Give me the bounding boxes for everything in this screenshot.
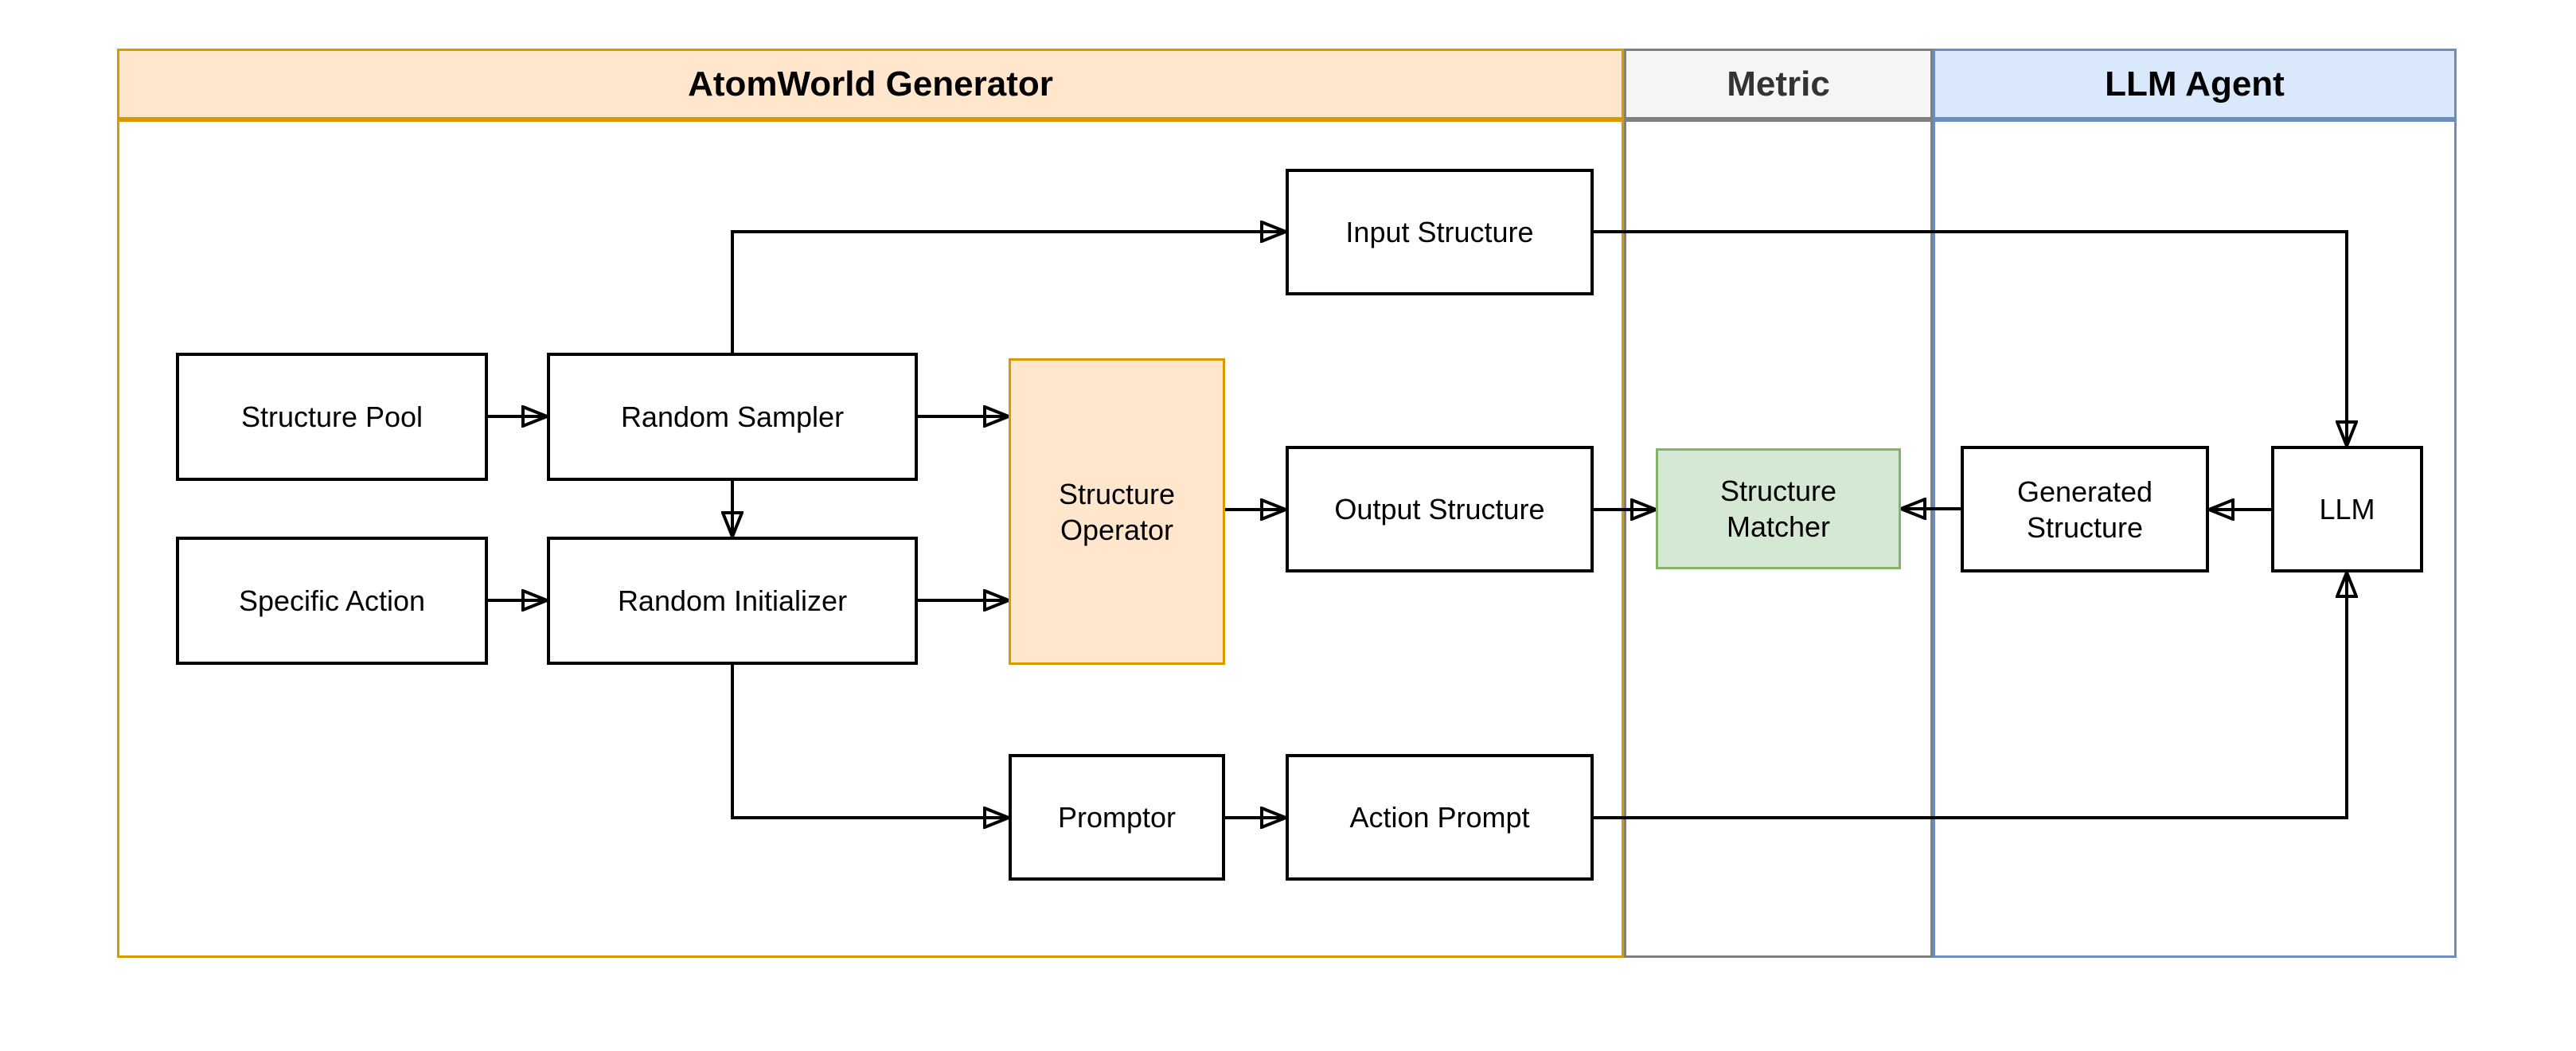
section-title-generator: AtomWorld Generator <box>688 64 1053 104</box>
node-structure-operator: Structure Operator <box>1009 358 1225 665</box>
node-promptor-label: Promptor <box>1057 801 1177 834</box>
node-input-structure-label: Input Structure <box>1345 216 1534 248</box>
node-input-structure: Input Structure <box>1286 169 1594 295</box>
node-specific-action-label: Specific Action <box>238 584 426 617</box>
node-generated-structure: Generated Structure <box>1961 446 2209 572</box>
section-header-generator: AtomWorld Generator <box>117 49 1624 119</box>
node-output-structure: Output Structure <box>1286 446 1594 572</box>
node-action-prompt-label: Action Prompt <box>1349 801 1530 834</box>
node-structure-pool: Structure Pool <box>176 353 488 481</box>
edge-action-prompt-to-llm <box>1594 572 2347 819</box>
edge-input-structure-to-llm <box>1594 230 2347 446</box>
node-llm-label: LLM <box>2319 493 2375 526</box>
node-random-sampler: Random Sampler <box>547 353 918 481</box>
edge-random-sampler-to-input-structure <box>731 232 1286 353</box>
node-structure-pool-label: Structure Pool <box>240 400 423 433</box>
edge-random-initializer-to-promptor <box>731 665 1009 818</box>
node-structure-matcher-label: Structure Matcher <box>1719 475 1837 543</box>
section-header-llm-agent: LLM Agent <box>1933 49 2457 119</box>
node-llm: LLM <box>2271 446 2423 572</box>
node-output-structure-label: Output Structure <box>1334 493 1545 526</box>
section-title-metric: Metric <box>1727 64 1830 104</box>
node-random-sampler-label: Random Sampler <box>620 400 845 433</box>
node-promptor: Promptor <box>1009 754 1225 881</box>
node-generated-structure-label: Generated Structure <box>2016 475 2153 544</box>
section-title-llm-agent: LLM Agent <box>2105 64 2285 104</box>
node-action-prompt: Action Prompt <box>1286 754 1594 881</box>
section-header-metric: Metric <box>1624 49 1933 119</box>
node-random-initializer-label: Random Initializer <box>617 584 848 617</box>
node-structure-operator-label: Structure Operator <box>1058 477 1176 546</box>
node-specific-action: Specific Action <box>176 537 488 665</box>
node-random-initializer: Random Initializer <box>547 537 918 665</box>
node-structure-matcher: Structure Matcher <box>1656 448 1901 569</box>
